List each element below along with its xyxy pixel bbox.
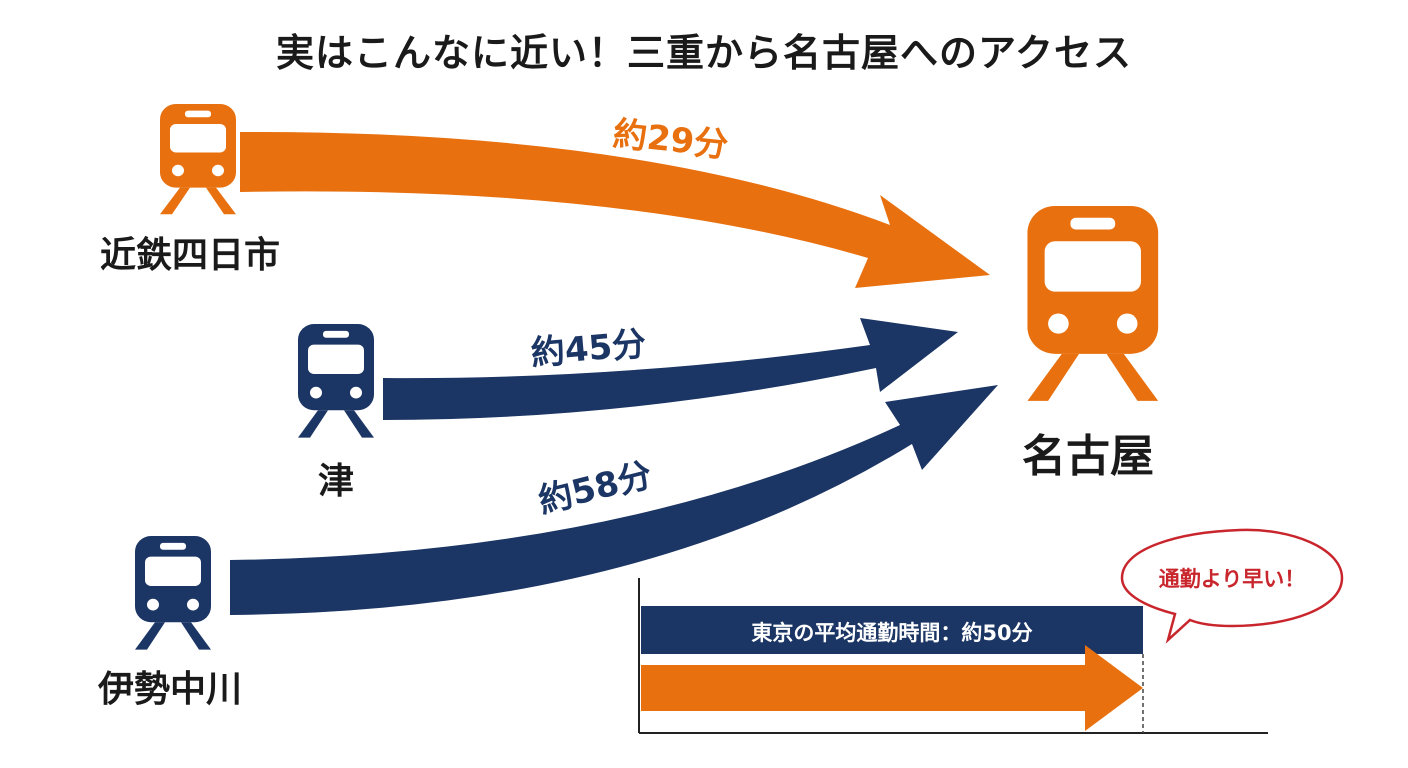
train-icon-tsu — [298, 324, 374, 438]
station-label-tsu: 津 — [318, 461, 355, 502]
route-arrow-yokkaichi — [240, 131, 990, 288]
callout-text: 通勤より早い！ — [1159, 567, 1306, 591]
station-label-nagoya: 名古屋 — [1022, 431, 1154, 482]
time-label-tsu: 約45分 — [529, 324, 647, 374]
comparison-chart: 東京の平均通勤時間：約50分 — [638, 578, 1268, 734]
route-arrow-ise-nakagawa — [230, 385, 998, 615]
page-title: 実はこんなに近い！三重から名古屋へのアクセス — [275, 31, 1133, 75]
station-label-ise-nakagawa: 伊勢中川 — [98, 669, 243, 710]
tokyo-commute-label: 東京の平均通勤時間：約50分 — [751, 621, 1032, 645]
time-label-ise-nakagawa: 約58分 — [535, 455, 657, 522]
station-label-yokkaichi: 近鉄四日市 — [100, 235, 281, 276]
callout-bubble: 通勤より早い！ — [1120, 528, 1344, 644]
train-icon-nagoya — [1027, 206, 1159, 401]
route-arrow-tsu — [383, 318, 958, 420]
mie-commute-arrow — [641, 645, 1143, 731]
tokyo-commute-bar — [641, 606, 1143, 654]
train-icon-yokkaichi — [160, 104, 236, 215]
train-icon-ise-nakagawa — [135, 536, 211, 650]
